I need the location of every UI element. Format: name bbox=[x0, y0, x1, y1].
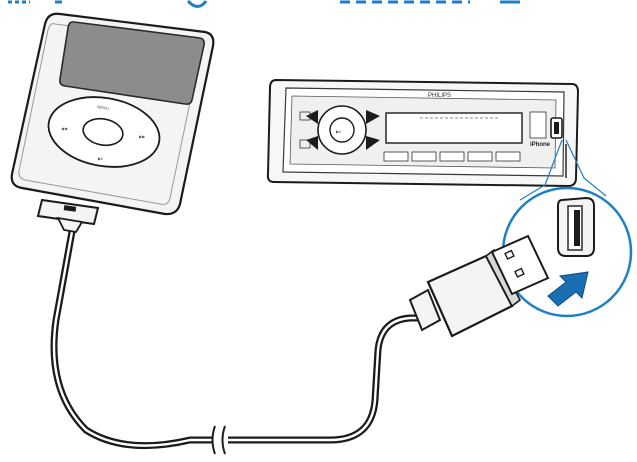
cropped-title-fragment bbox=[8, 0, 520, 8]
car-head-unit: ▶II PHILIPS iPhone bbox=[266, 78, 580, 188]
dock-connector bbox=[36, 198, 100, 233]
display-window bbox=[385, 112, 523, 144]
usb-plug-metal bbox=[490, 234, 550, 296]
zoom-callout-lines bbox=[519, 139, 607, 201]
usb-cable bbox=[50, 222, 426, 450]
ipod-device: MENU ◀◀ ▶▶ ▶II bbox=[10, 12, 215, 216]
insert-arrow-icon bbox=[547, 271, 589, 307]
usb-socket-zoom bbox=[557, 196, 595, 257]
svg-text:▶▶: ▶▶ bbox=[139, 134, 146, 139]
control-knob: ▶II bbox=[299, 105, 380, 155]
svg-text:▶II: ▶II bbox=[98, 156, 103, 161]
svg-text:◀◀: ◀◀ bbox=[61, 126, 68, 131]
svg-text:MENU: MENU bbox=[97, 104, 110, 111]
iphone-label: iPhone bbox=[530, 142, 551, 148]
svg-text:▶II: ▶II bbox=[336, 129, 341, 134]
click-wheel: MENU ◀◀ ▶▶ ▶II bbox=[47, 96, 161, 168]
preset-buttons bbox=[383, 151, 521, 162]
brand-label: PHILIPS bbox=[428, 93, 451, 99]
cable-break-mark bbox=[211, 425, 228, 455]
usb-port-callout bbox=[501, 186, 633, 318]
ipod-screen bbox=[59, 21, 205, 105]
usb-plug bbox=[408, 234, 550, 338]
